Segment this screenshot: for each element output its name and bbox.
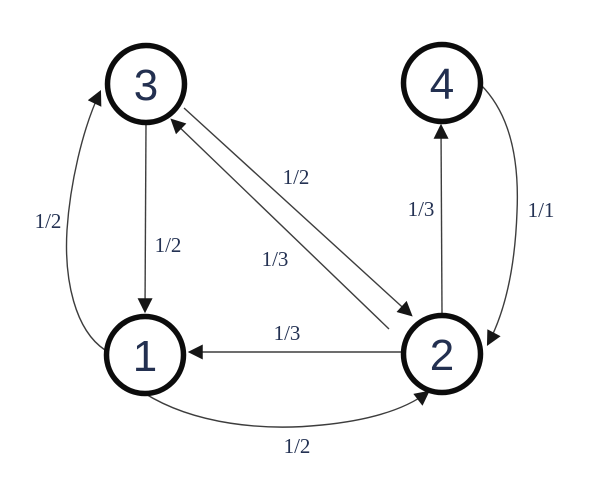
edge-2-to-3 <box>170 118 390 330</box>
state-node-1-circle <box>103 313 187 397</box>
state-node-3-label: 3 <box>134 61 158 110</box>
state-node-3-circle <box>104 42 188 126</box>
edge-2-to-3-probability-label: 1/3 <box>262 247 289 271</box>
edge-2-to-4 <box>433 123 449 314</box>
state-node-4-label: 4 <box>430 60 454 109</box>
edge-1-to-3 <box>65 89 106 351</box>
edge-1-to-2 <box>143 390 430 428</box>
edge-2-to-4-probability-label: 1/3 <box>408 197 435 221</box>
edge-1-to-2-probability-label: 1/2 <box>284 434 311 458</box>
edge-2-to-1-probability-label: 1/3 <box>274 321 301 345</box>
state-node-2-label: 2 <box>430 331 454 380</box>
edge-labels-layer: 1/2 1/2 1/2 1/3 1/3 1/1 1/3 1/2 <box>35 165 555 458</box>
edge-3-to-2 <box>183 107 413 317</box>
edge-3-to-1-probability-label: 1/2 <box>155 233 182 257</box>
edges-layer <box>65 84 519 428</box>
state-node-4-circle <box>400 41 484 125</box>
edge-3-to-2-probability-label: 1/2 <box>283 165 310 189</box>
nodes-layer: 3 4 1 2 <box>103 41 484 397</box>
edge-4-to-2-probability-label: 1/1 <box>528 198 555 222</box>
edge-3-to-1 <box>137 123 153 314</box>
state-node-2-circle <box>400 312 484 396</box>
state-node-1-label: 1 <box>133 332 157 381</box>
edge-4-to-2 <box>480 84 519 346</box>
edge-1-to-3-probability-label: 1/2 <box>35 209 62 233</box>
